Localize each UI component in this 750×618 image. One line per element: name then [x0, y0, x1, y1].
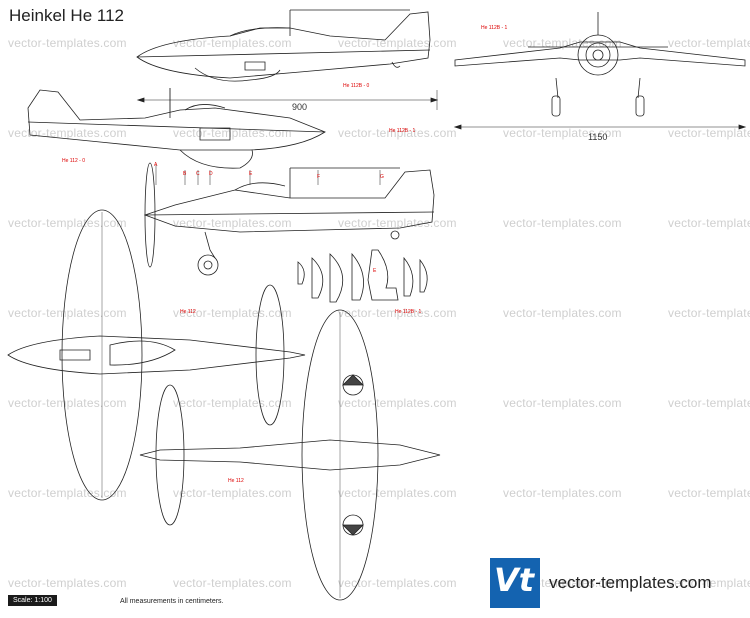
station-letter-a: A — [154, 162, 158, 168]
station-letter-g: G — [380, 174, 384, 180]
front-view — [453, 12, 747, 130]
watermark-text: vector-templates.com — [338, 216, 457, 230]
watermark-text: vector-templates.com — [173, 486, 292, 500]
watermark-text: vector-templates.com — [503, 486, 622, 500]
watermark-text: vector-templates.com — [173, 576, 292, 590]
watermark-text: vector-templates.com — [338, 486, 457, 500]
watermark-text: vector-templates.com — [173, 36, 292, 50]
watermark-text: vector-templates.com — [668, 576, 750, 590]
dimension-length: 900 — [292, 102, 308, 112]
watermark-text: vector-templates.com — [668, 306, 750, 320]
scale-badge: Scale: 1:100 — [8, 595, 57, 606]
watermark-text: vector-templates.com — [8, 36, 127, 50]
watermark-text: vector-templates.com — [668, 486, 750, 500]
view-label-plan-bottom: He 112 — [228, 478, 244, 484]
station-letter-f: F — [317, 174, 321, 180]
watermark-text: vector-templates.com — [8, 576, 127, 590]
watermark-text: vector-templates.com — [503, 36, 622, 50]
watermark-text: vector-templates.com — [338, 396, 457, 410]
brand-name: vector-templates.com — [549, 573, 712, 592]
watermark-text: vector-templates.com — [8, 216, 127, 230]
watermark-text: vector-templates.com — [173, 216, 292, 230]
station-letter-c: C — [196, 171, 200, 177]
dimension-span: 1150 — [588, 132, 608, 142]
logo-text: Vt — [494, 561, 535, 599]
view-label-plan-top-right: He 112B - 1 — [395, 309, 422, 315]
watermark-text: vector-templates.com — [173, 306, 292, 320]
watermark-text: vector-templates.com — [668, 126, 750, 140]
view-label-front: He 112B - 1 — [481, 25, 508, 31]
watermark-text: vector-templates.com — [503, 216, 622, 230]
view-label-side-second-alt: He 112B - 1 — [389, 128, 416, 134]
section-letter: E — [373, 268, 377, 274]
watermark-text: vector-templates.com — [338, 306, 457, 320]
brand-logo: Vt — [490, 558, 540, 608]
watermark-text: vector-templates.com — [668, 396, 750, 410]
plan-view-bottom — [139, 309, 441, 601]
station-letter-d: D — [209, 171, 213, 177]
view-label-side-small: He 112 - 0 — [62, 158, 85, 164]
watermark-text: vector-templates.com — [503, 126, 622, 140]
watermark-text: vector-templates.com — [173, 396, 292, 410]
watermark-text: vector-templates.com — [503, 306, 622, 320]
measurement-note: All measurements in centimeters. — [120, 598, 224, 605]
view-label-plan-top: He 112 — [180, 309, 196, 315]
plan-view-top — [7, 209, 306, 501]
station-letter-b: B — [183, 171, 187, 177]
side-view-third — [143, 162, 435, 276]
watermark-text: vector-templates.com — [503, 396, 622, 410]
side-view-top — [136, 9, 431, 82]
station-letter-e: E — [249, 171, 253, 177]
watermark-text: vector-templates.com — [338, 36, 457, 50]
view-label-side-second: He 112B - 0 — [343, 83, 370, 89]
watermark-text: vector-templates.com — [668, 216, 750, 230]
watermark-text: vector-templates.com — [8, 126, 127, 140]
page-title: Heinkel He 112 — [9, 6, 124, 25]
watermark-text: vector-templates.com — [668, 36, 750, 50]
cross-sections — [297, 249, 428, 303]
watermark-text: vector-templates.com — [8, 396, 127, 410]
watermark-text: vector-templates.com — [8, 486, 127, 500]
watermark-text: vector-templates.com — [338, 126, 457, 140]
side-view-second — [27, 88, 439, 169]
watermark-text: vector-templates.com — [338, 576, 457, 590]
watermark-text: vector-templates.com — [8, 306, 127, 320]
